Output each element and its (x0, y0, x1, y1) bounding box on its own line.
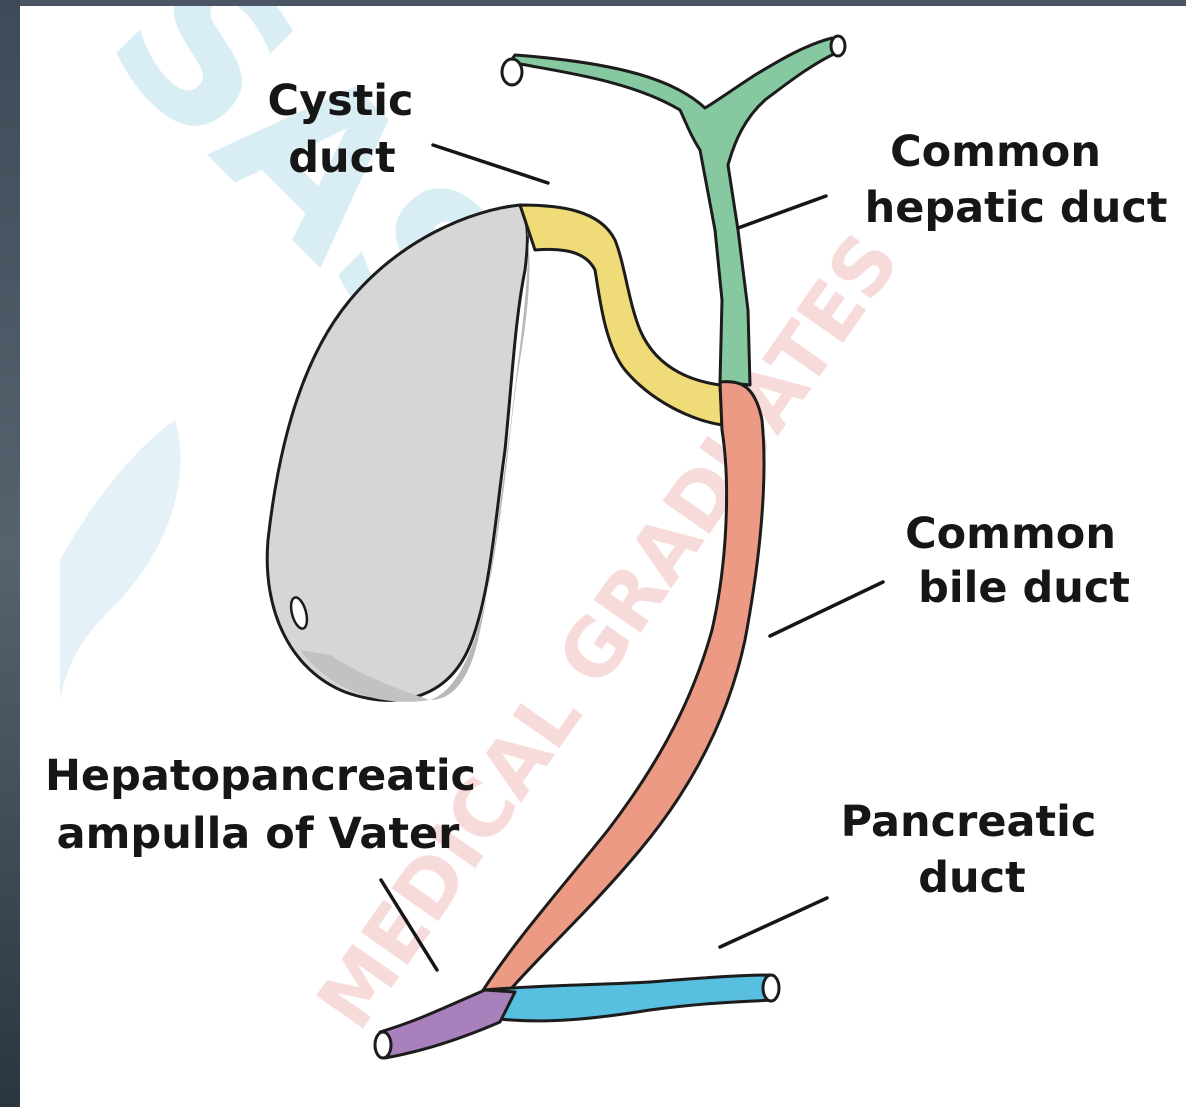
common-bile-duct-label-line1: Common (905, 509, 1116, 559)
common-hepatic-duct-label-line1: Common (890, 127, 1101, 177)
biliary-tree-diagram: SAS MEDICAL GRADUATES (20, 6, 1186, 1107)
common-bile-duct-label: Common bile duct (905, 509, 1131, 613)
pancreatic-duct-opening (763, 975, 779, 1001)
pancreatic-duct-label-line1: Pancreatic (841, 797, 1097, 847)
ampulla-label-line2: ampulla of Vater (57, 809, 461, 859)
diagram-canvas: SAS MEDICAL GRADUATES (20, 6, 1186, 1107)
hepatic-duct-left-opening (502, 59, 522, 85)
pancreatic-duct-shape (485, 975, 779, 1021)
cystic-duct-label-line2: duct (288, 133, 395, 183)
watermark-hand-shape (60, 420, 180, 700)
pancreatic-duct-leader (720, 898, 827, 947)
ampulla-opening (375, 1032, 391, 1058)
pancreatic-duct-label: Pancreatic duct (841, 797, 1112, 903)
common-bile-duct-label-line2: bile duct (918, 563, 1130, 613)
common-hepatic-duct-leader (738, 196, 826, 228)
pancreatic-duct-label-line2: duct (918, 853, 1025, 903)
ampulla-label: Hepatopancreatic ampulla of Vater (45, 751, 491, 859)
cystic-duct-label-line1: Cystic (268, 76, 414, 126)
common-bile-duct-leader (770, 582, 883, 636)
common-hepatic-duct-label-line2: hepatic duct (865, 183, 1168, 233)
ampulla-label-line1: Hepatopancreatic (45, 751, 476, 801)
hepatic-duct-right-opening (831, 36, 845, 56)
common-hepatic-duct-label: Common hepatic duct (865, 127, 1168, 233)
cystic-duct-shape (520, 205, 722, 425)
frame-left-border (0, 0, 20, 1107)
